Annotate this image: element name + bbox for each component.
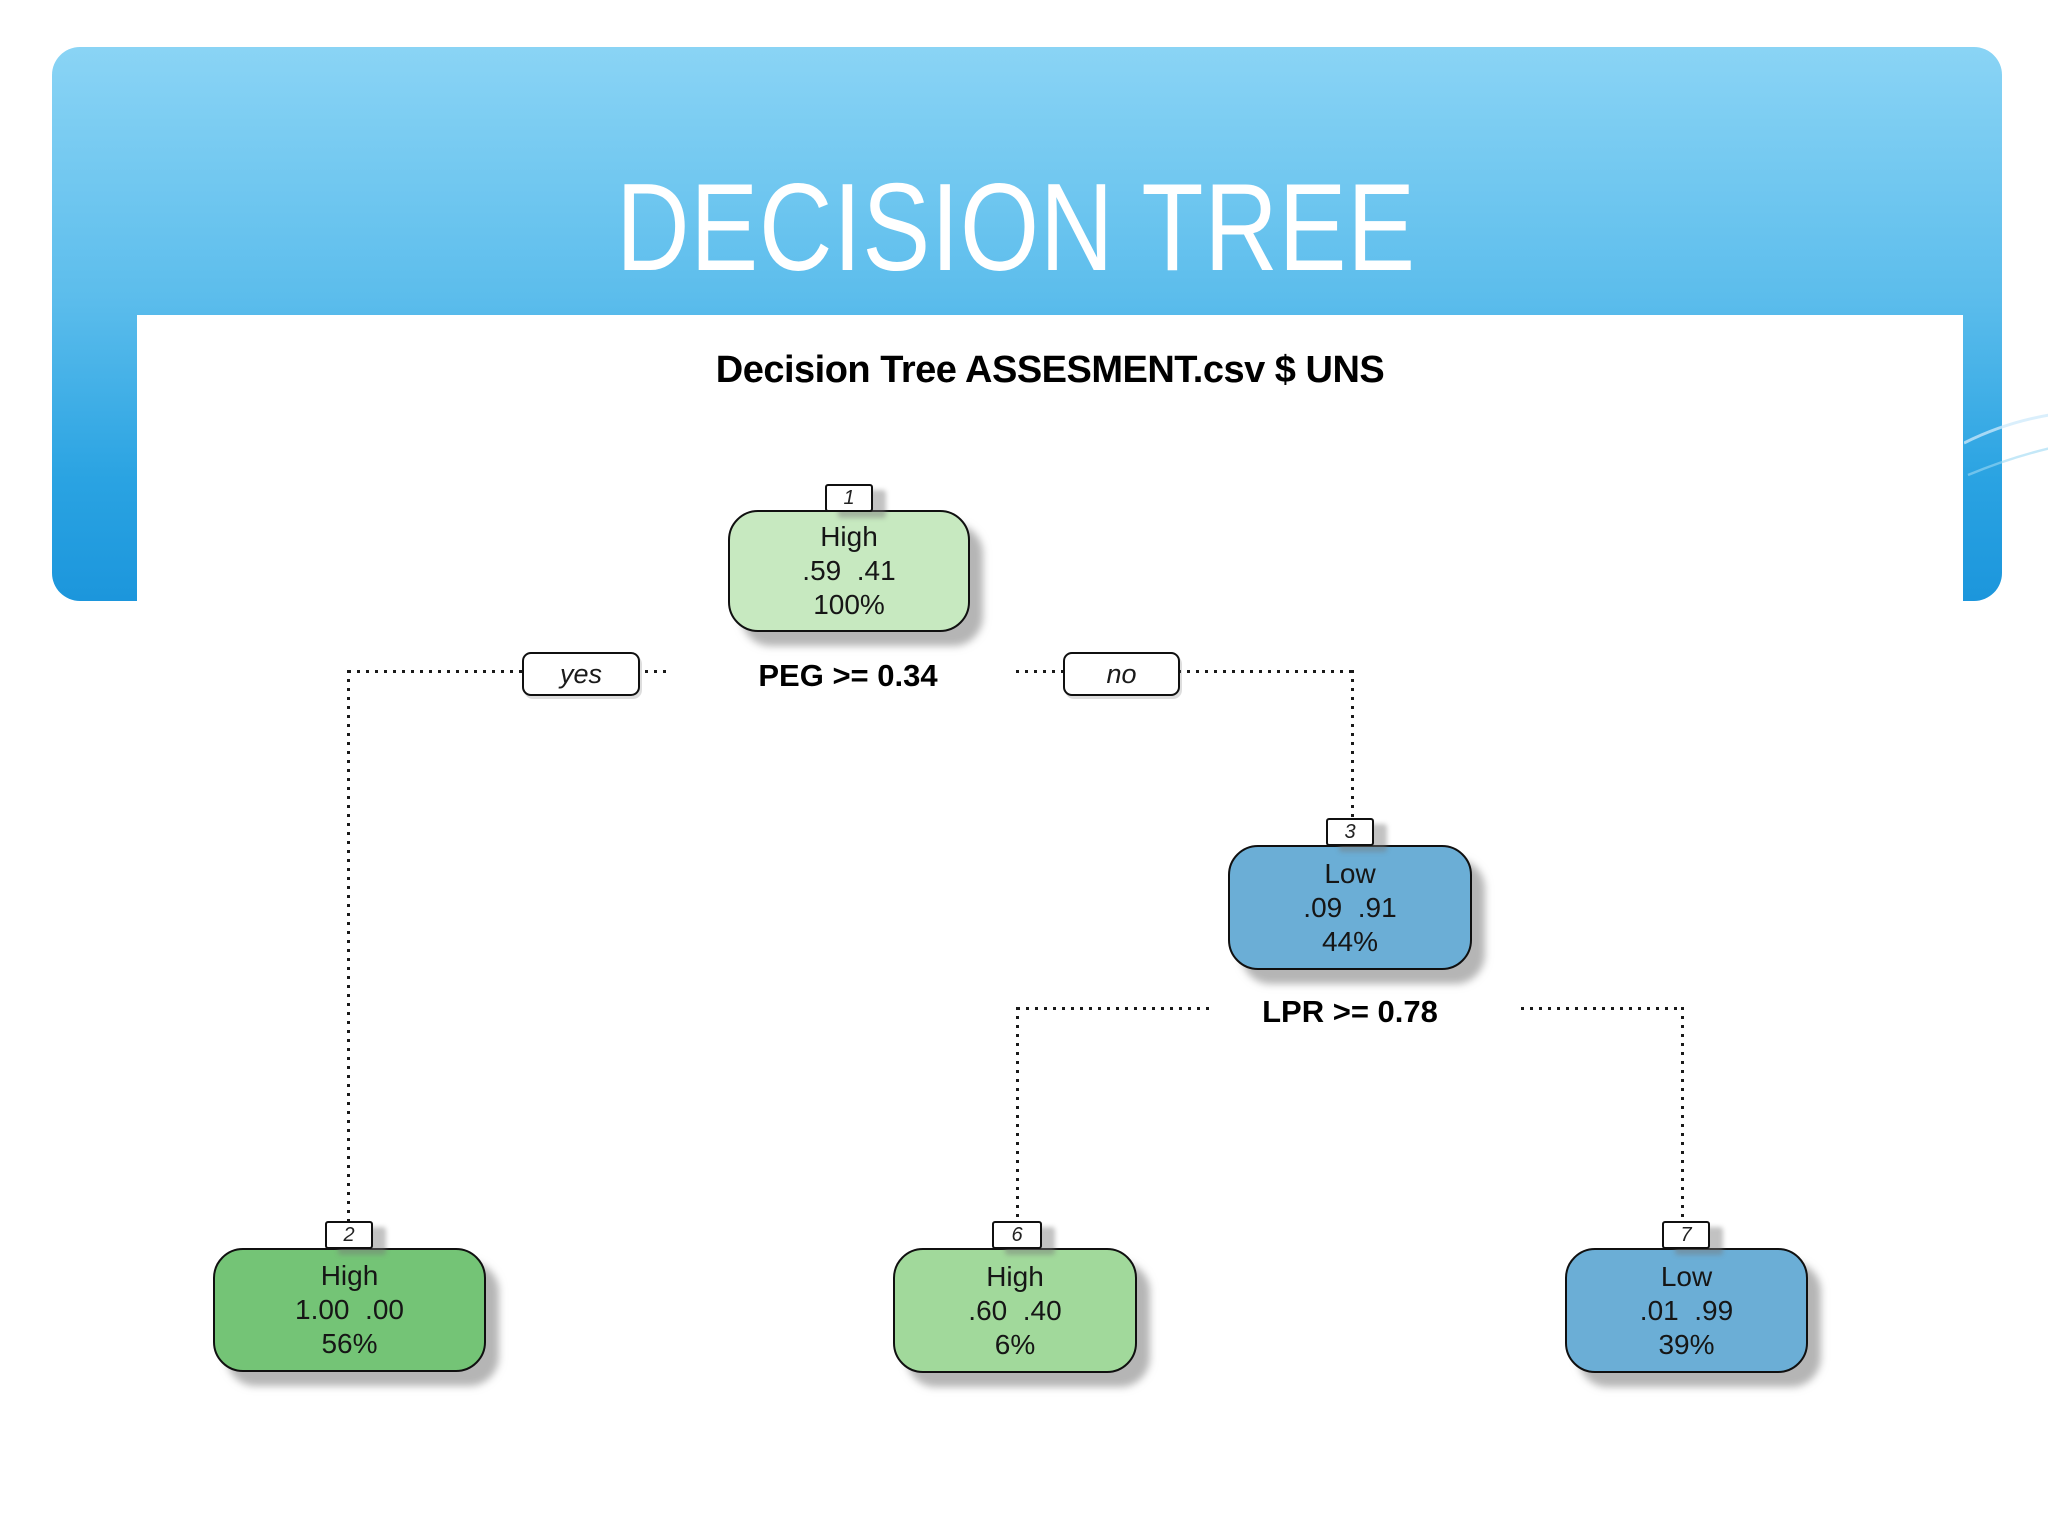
node-probabilities: 1.00 .00	[295, 1294, 404, 1325]
tree-node-3: Low .09 .91 44%	[1228, 845, 1472, 970]
branch-line-node3-right	[1521, 1007, 1683, 1010]
node-number-tab: 2	[325, 1221, 373, 1249]
branch-line-down-node7	[1681, 1007, 1684, 1223]
node-probabilities: .01 .99	[1639, 1294, 1734, 1326]
plot-title: Decision Tree ASSESMENT.csv $ UNS	[715, 349, 1385, 391]
node-number-tab: 3	[1326, 818, 1374, 846]
node-number-tab: 7	[1662, 1221, 1710, 1249]
node-coverage-percent: 39%	[1658, 1328, 1715, 1360]
node-class-label: High	[986, 1260, 1044, 1292]
node-probabilities: .59 .41	[802, 555, 896, 586]
node-coverage-percent: 56%	[321, 1328, 378, 1359]
node-class-label: High	[320, 1260, 379, 1291]
node-class-label: High	[820, 521, 878, 552]
branch-line-down-node6	[1016, 1007, 1019, 1223]
tree-node-6: High .60 .40 6%	[893, 1248, 1137, 1373]
node-coverage-percent: 100%	[813, 589, 885, 620]
branch-line-root-left	[348, 670, 668, 673]
tree-node-1: High .59 .41 100%	[728, 510, 970, 632]
tree-node-2: High 1.00 .00 56%	[213, 1248, 486, 1372]
node-probabilities: .09 .91	[1303, 891, 1397, 923]
node-number-tab: 1	[825, 484, 873, 512]
node-coverage-percent: 6%	[994, 1328, 1036, 1360]
node-class-label: Low	[1660, 1260, 1713, 1292]
slide-title: DECISION TREE	[616, 159, 1416, 297]
branch-line-root-right	[1016, 670, 1354, 673]
node-probabilities: .60 .40	[968, 1294, 1062, 1326]
banner-swoosh-decoration	[1964, 413, 2048, 477]
branch-label-yes: yes	[522, 652, 640, 696]
node-number-tab: 6	[992, 1221, 1042, 1249]
split-label-lpr: LPR >= 0.78	[1262, 994, 1438, 1029]
split-label-peg: PEG >= 0.34	[758, 658, 938, 693]
node-class-label: Low	[1324, 857, 1376, 889]
branch-line-down-node3	[1351, 670, 1354, 820]
branch-label-no: no	[1063, 652, 1180, 696]
branch-line-node3-left	[1017, 1007, 1211, 1010]
branch-line-down-node2	[347, 670, 350, 1223]
node-coverage-percent: 44%	[1321, 925, 1379, 957]
tree-node-7: Low .01 .99 39%	[1565, 1248, 1808, 1373]
